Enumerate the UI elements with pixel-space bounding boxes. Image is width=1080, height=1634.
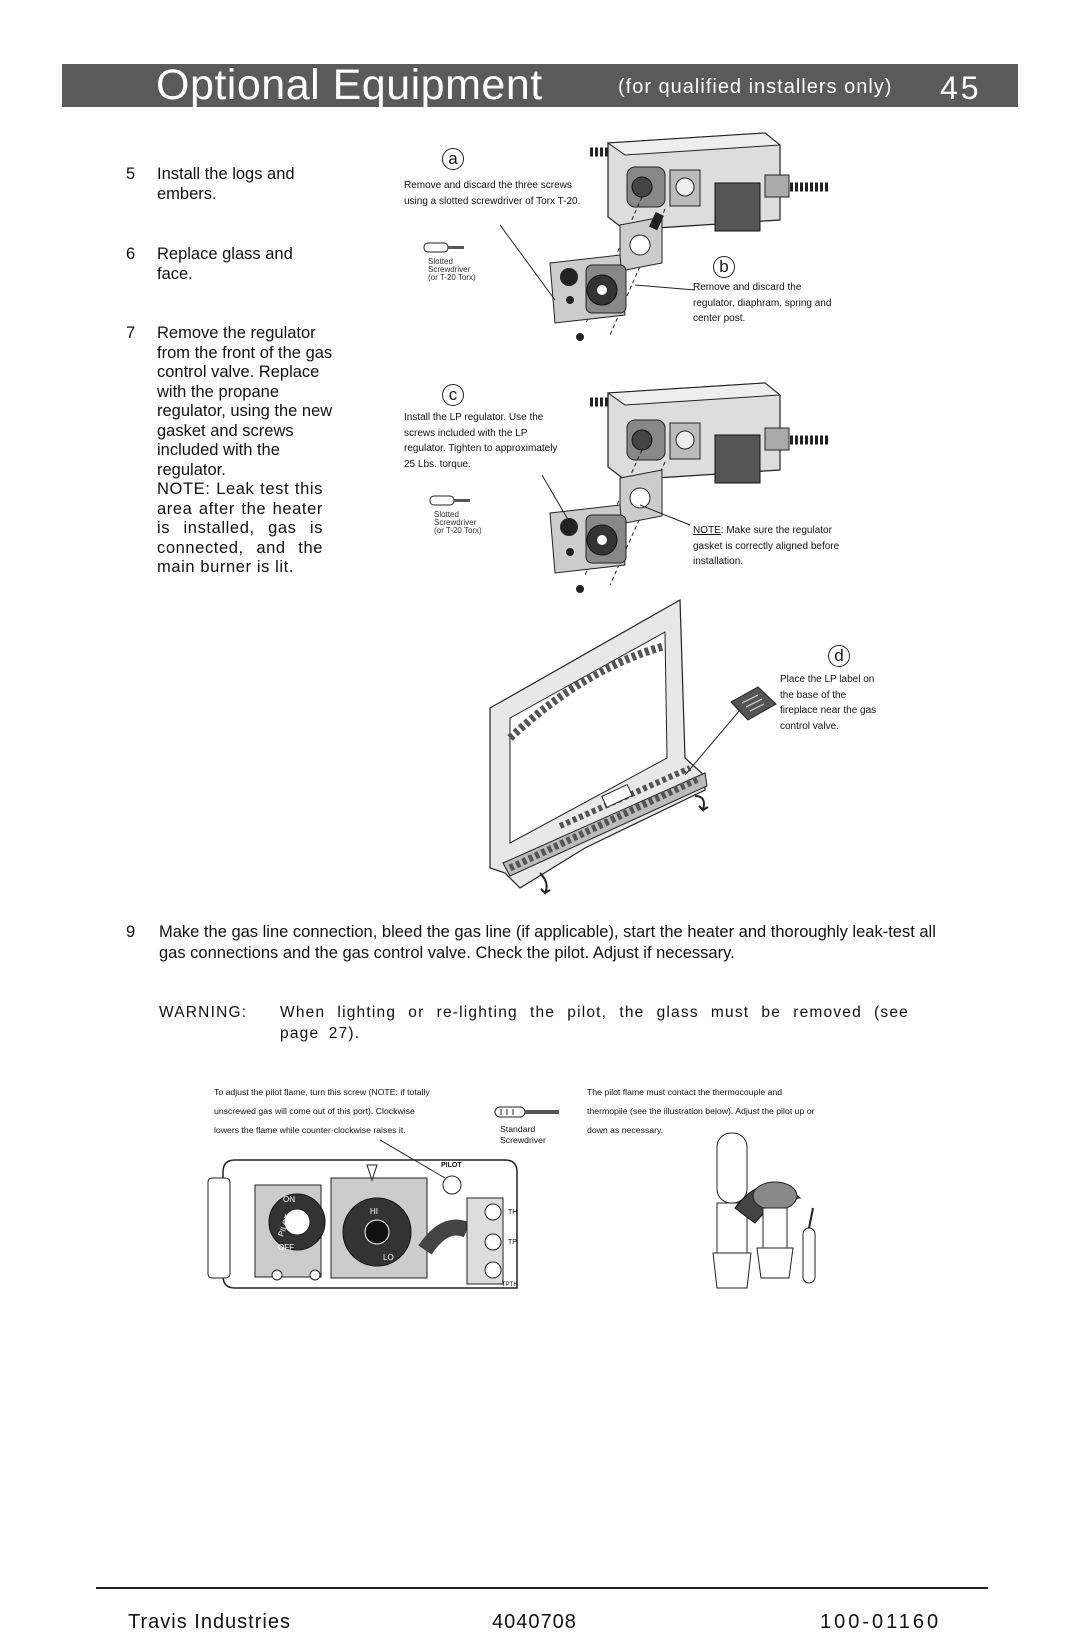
figure-c-caption: Install the LP regulator. Use the screws…: [404, 412, 558, 470]
figure-b-caption: Remove and discard the regulator, diaphr…: [693, 282, 832, 324]
tool-line: (or T-20 Torx): [428, 273, 476, 282]
tool-line: Screwdriver: [428, 265, 471, 274]
screwdriver-icon: [423, 242, 464, 253]
page-number: 45: [940, 70, 982, 106]
warning-block: WARNING: When lighting or re-lighting th…: [159, 1002, 909, 1044]
regulator-removal-illustration: [423, 132, 828, 341]
screwdriver-icon: [494, 1106, 559, 1118]
thermocouple-illustration: [712, 1132, 816, 1289]
knob-hi-text: HI: [370, 1207, 378, 1216]
gas-valve-illustration: ON PILOT OFF HI LO PILOT TH TP TPTH: [207, 1140, 518, 1289]
figure-label-a: a: [442, 148, 464, 170]
warning-label: WARNING:: [159, 1004, 248, 1021]
pilot-port-text: PILOT: [441, 1162, 462, 1169]
footer-doc-number: 4040708: [492, 1611, 577, 1633]
step-text: Make the gas line connection, bleed the …: [159, 923, 936, 962]
step-number: 5: [126, 165, 136, 183]
tool-line: Screwdriver: [500, 1135, 546, 1145]
note-text: : Make sure the regulator gasket is corr…: [693, 525, 840, 567]
label-leader-line: [684, 709, 741, 776]
knob-off-text: OFF: [278, 1243, 294, 1252]
step-text: Replace glass and face.: [157, 245, 293, 283]
note-line: To adjust the pilot flame, turn this scr…: [214, 1087, 430, 1097]
pilot-adjust-note: To adjust the pilot flame, turn this scr…: [214, 1083, 430, 1140]
tool-line: (or T-20 Torx): [434, 526, 482, 535]
tool-label: Slotted Screwdriver (or T-20 Torx): [434, 511, 482, 535]
tool-line: Slotted: [434, 510, 459, 519]
pilot-flame-note: The pilot flame must contact the thermoc…: [587, 1083, 814, 1140]
tool-line: Slotted: [428, 257, 453, 266]
regulator-install-illustration: [429, 382, 828, 593]
terminal-tpth-text: TPTH: [502, 1282, 518, 1288]
warning-text: When lighting or re-lighting the pilot, …: [280, 1004, 909, 1042]
figure-label-d: d: [828, 645, 850, 667]
knob-on-text: ON: [283, 1195, 295, 1204]
figure-c-note: NOTE: Make sure the regulator gasket is …: [693, 523, 843, 570]
step-number: 9: [126, 923, 136, 941]
screwdriver-icon: [429, 495, 470, 506]
figure-d-caption: Place the LP label on the base of the fi…: [780, 674, 877, 732]
fireplace-illustration: [489, 598, 709, 895]
step-text: Remove the regulator from the front of t…: [157, 324, 333, 479]
note-line: The pilot flame must contact the thermoc…: [587, 1087, 783, 1097]
figure-label-b: b: [713, 256, 735, 278]
note-line: lowers the flame while counter-clockwise…: [214, 1125, 406, 1135]
footer-company: Travis Industries: [128, 1611, 291, 1633]
header-bar: [62, 64, 1018, 107]
standard-screwdriver-label: Standard Screwdriver: [500, 1124, 546, 1146]
note-line: thermopile (see the illustration below).…: [587, 1106, 815, 1116]
note-line: unscrewed gas will come out of this port…: [214, 1106, 415, 1116]
knob-lo-text: LO: [383, 1253, 394, 1262]
page-title: Optional Equipment: [156, 61, 543, 109]
terminal-tp-text: TP: [508, 1239, 517, 1246]
tool-label: Slotted Screwdriver (or T-20 Torx): [428, 258, 476, 282]
step-note: NOTE: Leak test this area after the heat…: [157, 480, 323, 576]
terminal-th-text: TH: [508, 1209, 517, 1216]
figure-a-caption: Remove and discard the three screws usin…: [404, 180, 581, 207]
step-number: 7: [126, 324, 136, 342]
note-prefix: NOTE: [693, 525, 721, 536]
step-text: Install the logs and embers.: [157, 165, 295, 203]
lp-label-icon: [730, 686, 777, 721]
footer-part-number: 100-01160: [820, 1611, 942, 1633]
step-number: 6: [126, 245, 136, 263]
tool-line: Screwdriver: [434, 518, 477, 527]
figure-label-c: c: [442, 384, 464, 406]
note-line: down as necessary.: [587, 1125, 664, 1135]
tool-line: Standard: [500, 1124, 536, 1134]
page-subtitle: (for qualified installers only): [618, 76, 893, 98]
footer-rule: [96, 1587, 988, 1589]
step-9: 9 Make the gas line connection, bleed th…: [126, 922, 946, 964]
